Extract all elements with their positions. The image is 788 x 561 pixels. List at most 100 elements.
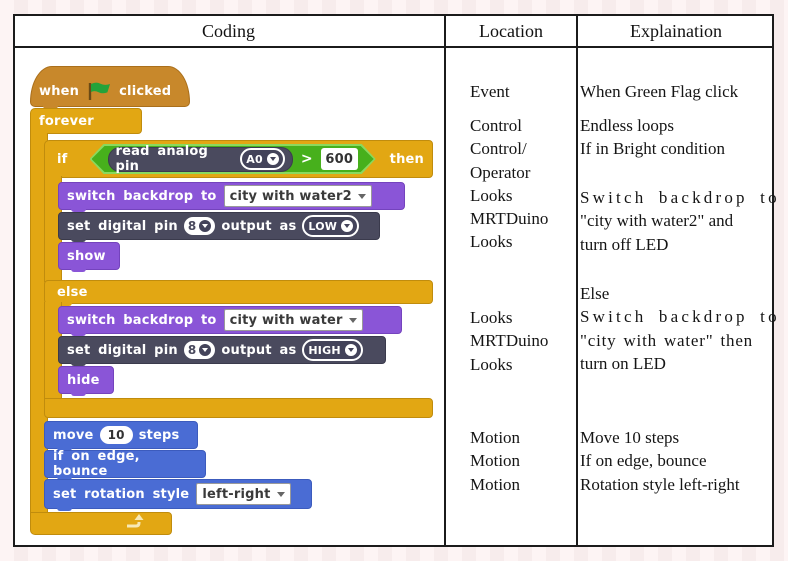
switch-backdrop-label: switch backdrop to <box>67 188 217 204</box>
if-block-header[interactable]: if read analog pin A0 > 600 then <box>44 140 433 178</box>
else-label: else <box>57 284 88 300</box>
steps-input[interactable]: 10 <box>99 426 133 444</box>
chevron-down-icon <box>348 317 357 323</box>
threshold-input[interactable]: 600 <box>321 148 358 170</box>
digital-pin-dropdown-1[interactable]: 8 <box>183 217 216 235</box>
forever-block[interactable]: forever <box>30 108 142 134</box>
text-line: Move 10 steps <box>580 428 680 447</box>
rotation-label: set rotation style <box>53 486 190 502</box>
hide-block[interactable]: hide <box>58 366 114 396</box>
text-line: If in Bright condition <box>580 139 725 159</box>
text-line: Switch backdrop to <box>580 307 780 327</box>
text-line: MRTDuino <box>470 209 549 229</box>
forever-block-bottom[interactable] <box>30 512 172 535</box>
set-digital-label: set digital pin <box>67 342 178 358</box>
then-label: then <box>389 151 424 167</box>
green-flag-icon <box>87 82 111 101</box>
if-block-bottom[interactable] <box>44 398 433 418</box>
text-line: Looks <box>470 308 513 327</box>
backdrop-dropdown-2[interactable]: city with water <box>223 309 363 331</box>
show-block[interactable]: show <box>58 242 120 272</box>
output-level-dropdown-1[interactable]: LOW <box>302 215 360 237</box>
when-label: when <box>39 84 80 99</box>
rotation-style-dropdown[interactable]: left-right <box>196 483 291 505</box>
text-line: Control/ <box>470 139 527 159</box>
when-green-flag-clicked-block[interactable]: when clicked <box>30 66 190 109</box>
explanation-group-if: Switch backdrop to "city with water2" and… <box>580 186 780 256</box>
output-level-dropdown-2[interactable]: HIGH <box>302 339 363 361</box>
move-steps-block[interactable]: move 10 steps <box>44 421 198 451</box>
set-digital-pin-block-2[interactable]: set digital pin 8 output as HIGH <box>58 336 386 366</box>
backdrop-value-1: city with water2 <box>229 188 352 204</box>
text-line: Rotation style left-right <box>580 474 740 494</box>
read-analog-pin-block[interactable]: read analog pin A0 <box>108 147 293 172</box>
text-line: turn on LED <box>580 353 666 373</box>
column-divider-1 <box>444 14 446 547</box>
analog-pin-value: A0 <box>246 152 263 166</box>
text-line: Endless loops <box>580 116 674 135</box>
if-label: if <box>57 151 68 167</box>
forever-label: forever <box>39 113 94 129</box>
text-line: Operator <box>470 162 531 182</box>
text-line: Motion <box>470 451 521 471</box>
text-line: Motion <box>470 428 521 447</box>
greater-than-label: > <box>300 151 313 167</box>
set-digital-label: set digital pin <box>67 218 178 234</box>
switch-backdrop-block-2[interactable]: switch backdrop to city with water <box>58 306 402 336</box>
if-on-edge-bounce-block[interactable]: if on edge, bounce <box>44 449 206 480</box>
text-line: Looks <box>470 185 513 205</box>
col-header-explanation: Explaination <box>630 21 722 41</box>
text-line: Control <box>470 116 522 135</box>
location-group-event: Event <box>470 80 510 103</box>
steps-label: steps <box>138 427 180 443</box>
switch-backdrop-label: switch backdrop to <box>67 312 217 328</box>
bounce-label: if on edge, bounce <box>53 449 140 479</box>
text-line: "city with water" then <box>580 330 753 350</box>
text-line: If on edge, bounce <box>580 451 707 471</box>
text-line: "city with water2" and <box>580 211 734 231</box>
digital-pin-value: 8 <box>187 219 197 233</box>
column-divider-2 <box>576 14 578 547</box>
analog-pin-dropdown[interactable]: A0 <box>240 148 285 170</box>
set-digital-pin-block-1[interactable]: set digital pin 8 output as LOW <box>58 212 380 242</box>
chevron-down-icon <box>267 153 279 165</box>
chevron-down-icon <box>199 220 212 232</box>
backdrop-dropdown-1[interactable]: city with water2 <box>223 185 372 207</box>
text-line: Switch backdrop to <box>580 188 780 207</box>
rotation-style-value: left-right <box>202 486 271 502</box>
text-line: Looks <box>470 354 513 374</box>
text-line: When Green Flag click <box>580 82 739 101</box>
text-line: Else <box>580 284 610 303</box>
read-analog-label: read analog pin <box>115 144 209 174</box>
output-as-label: output as <box>221 342 297 358</box>
explanation-group-event: When Green Flag click <box>580 80 738 103</box>
output-as-label: output as <box>221 218 297 234</box>
chevron-down-icon <box>199 344 212 356</box>
move-label: move <box>53 427 94 443</box>
digital-pin-dropdown-2[interactable]: 8 <box>183 341 216 359</box>
clicked-label: clicked <box>119 84 172 99</box>
text-line: turn off LED <box>580 234 669 254</box>
show-label: show <box>67 248 106 264</box>
greater-than-operator-block[interactable]: read analog pin A0 > 600 <box>90 144 376 174</box>
text-line: Looks <box>470 232 513 252</box>
backdrop-value-2: city with water <box>229 312 343 328</box>
set-rotation-style-block[interactable]: set rotation style left-right <box>44 479 312 511</box>
chevron-down-icon <box>344 344 357 356</box>
scratch-script: when clicked forever if <box>30 66 433 535</box>
digital-pin-value: 8 <box>187 343 197 357</box>
text-line: MRTDuino <box>470 331 549 351</box>
else-bar[interactable]: else <box>44 280 433 306</box>
chevron-down-icon <box>357 193 366 199</box>
switch-backdrop-block-1[interactable]: switch backdrop to city with water2 <box>58 182 405 212</box>
output-level-value-high: HIGH <box>308 343 341 357</box>
col-header-location: Location <box>479 21 543 41</box>
loop-arrow-icon <box>125 514 145 533</box>
text-line: Event <box>470 82 510 101</box>
